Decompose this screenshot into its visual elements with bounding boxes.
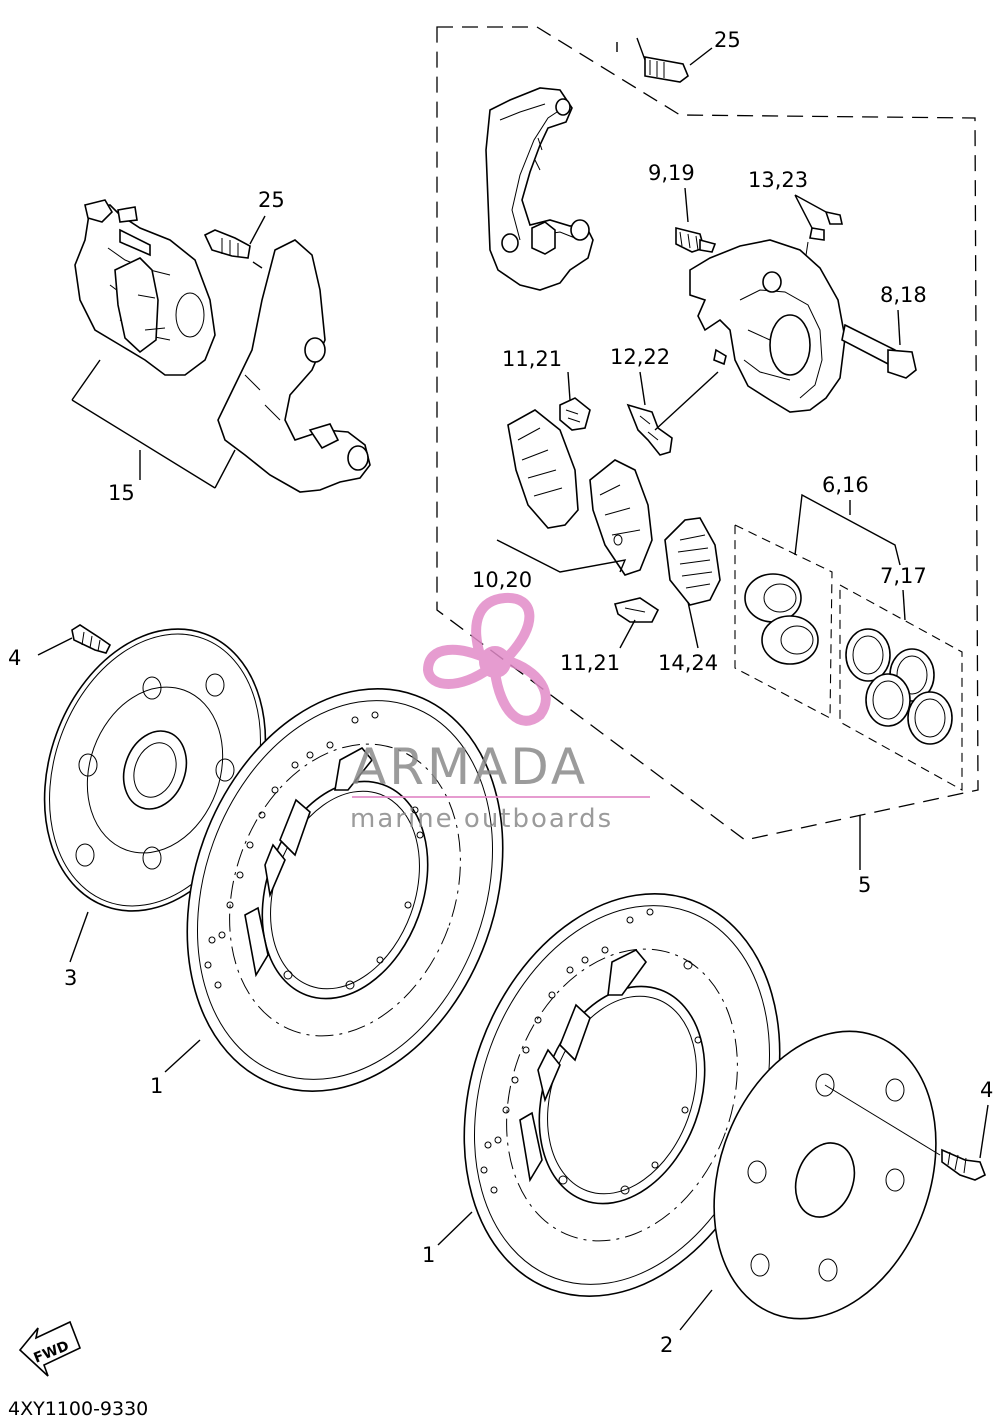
piston-seals xyxy=(845,589,953,745)
callout-12-22: 12,22 xyxy=(610,345,670,369)
disc-bolt-right xyxy=(824,1084,989,1181)
callout-4-left: 4 xyxy=(8,646,21,670)
brake-pad-right xyxy=(589,459,653,576)
fwd-arrow-icon: FWD xyxy=(18,1320,82,1377)
pad-shim xyxy=(664,517,721,649)
caliper-bracket-upper xyxy=(485,87,594,291)
pad-spring-bottom xyxy=(613,597,660,649)
callout-4-right: 4 xyxy=(980,1078,993,1102)
bolt-25-top xyxy=(616,37,713,83)
callout-14-24: 14,24 xyxy=(658,651,718,675)
callout-9-19: 9,19 xyxy=(648,161,695,185)
callout-8-18: 8,18 xyxy=(880,283,927,307)
callout-25-left: 25 xyxy=(258,188,285,212)
caliper-pistons xyxy=(744,493,901,665)
pin-bolt xyxy=(841,309,917,379)
disc-hub-right xyxy=(679,1030,937,1331)
callout-3: 3 xyxy=(64,966,77,990)
pad-spring-top xyxy=(559,371,591,431)
bleed-screw xyxy=(675,187,717,253)
callout-13-23: 13,23 xyxy=(748,168,808,192)
callout-5: 5 xyxy=(858,873,871,897)
caliper-assembly-outline xyxy=(436,26,979,841)
callout-25-top: 25 xyxy=(714,28,741,52)
brake-pad-left xyxy=(507,409,579,529)
callout-1-right: 1 xyxy=(422,1243,435,1267)
callout-15: 15 xyxy=(108,481,135,505)
disc-bolt-left xyxy=(37,624,112,656)
watermark: ARMADA marine outboards xyxy=(350,592,650,834)
callout-10-20: 10,20 xyxy=(472,568,532,592)
brake-disc-left xyxy=(164,688,504,1092)
callout-11-21-top: 11,21 xyxy=(502,347,562,371)
pad-support xyxy=(626,371,719,456)
caliper-body-upper xyxy=(689,239,846,413)
watermark-tagline: marine outboards xyxy=(350,804,613,834)
caliper-assembly-left xyxy=(74,199,216,376)
bolt-25-left xyxy=(203,215,266,269)
callout-6-16: 6,16 xyxy=(822,473,869,497)
brake-disc-right xyxy=(437,893,781,1297)
diagram-part-code: 4XY1100-9330 xyxy=(8,1398,148,1420)
watermark-brand: ARMADA xyxy=(352,738,588,796)
caliper-bracket-left xyxy=(71,239,371,493)
callout-2: 2 xyxy=(660,1333,673,1357)
small-screws xyxy=(794,194,843,263)
callout-1-left: 1 xyxy=(150,1074,163,1098)
callout-11-21-bottom: 11,21 xyxy=(560,651,620,675)
propeller-logo-icon xyxy=(422,592,551,726)
callout-7-17: 7,17 xyxy=(880,564,927,588)
